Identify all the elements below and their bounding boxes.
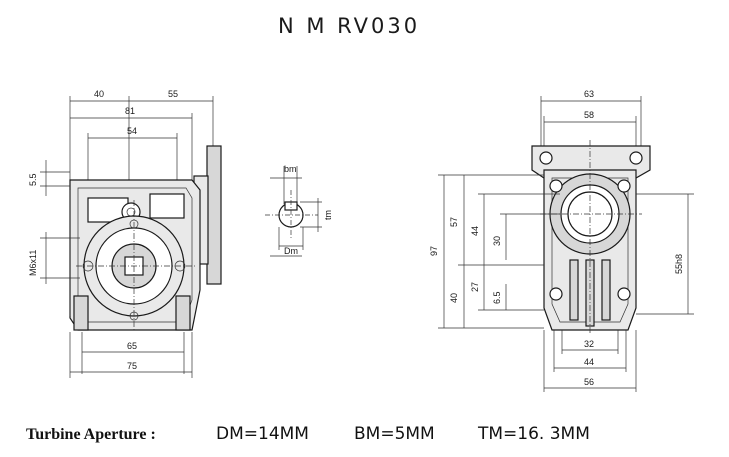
dim-tm: tm [323, 210, 333, 220]
dim-30: 30 [492, 236, 502, 246]
dim-Dm: Dm [284, 246, 298, 256]
dim-56: 56 [584, 377, 594, 387]
dim-bm: bm [284, 164, 297, 174]
turbine-aperture-label: Turbine Aperture : [26, 426, 156, 443]
tm-value: TM=16. 3MM [478, 424, 590, 444]
dim-63: 63 [584, 89, 594, 99]
dim-27: 27 [470, 282, 480, 292]
dim-32: 32 [584, 339, 594, 349]
dim-m6x11: M6x11 [28, 250, 38, 276]
aperture-footer: Turbine Aperture : DM=14MM BM=5MM TM=16.… [26, 424, 726, 448]
dim-40: 40 [94, 89, 104, 99]
bm-value: BM=5MM [354, 424, 435, 444]
dim-44-v: 44 [470, 226, 480, 236]
dim-40-v: 40 [449, 293, 459, 303]
dim-44-h: 44 [584, 357, 594, 367]
dim-54: 54 [127, 126, 137, 136]
dim-57: 57 [449, 217, 459, 227]
dim-55h8: 55h8 [674, 254, 684, 274]
side-view: 63 58 97 57 40 44 27 [429, 89, 694, 392]
drawing-title: N M RV030 [278, 14, 420, 38]
dm-value: DM=14MM [216, 424, 309, 444]
dim-75: 75 [127, 361, 137, 371]
dim-55: 55 [168, 89, 178, 99]
front-view: 40 55 81 54 5.5 M6x11 [28, 89, 222, 378]
dim-65: 65 [127, 341, 137, 351]
dim-81: 81 [125, 106, 135, 116]
dim-6-5: 6.5 [492, 291, 502, 304]
dim-58: 58 [584, 110, 594, 120]
dim-5-5: 5.5 [28, 173, 38, 186]
shaft-detail: bm Dm tm [265, 164, 333, 257]
dim-97: 97 [429, 246, 439, 256]
